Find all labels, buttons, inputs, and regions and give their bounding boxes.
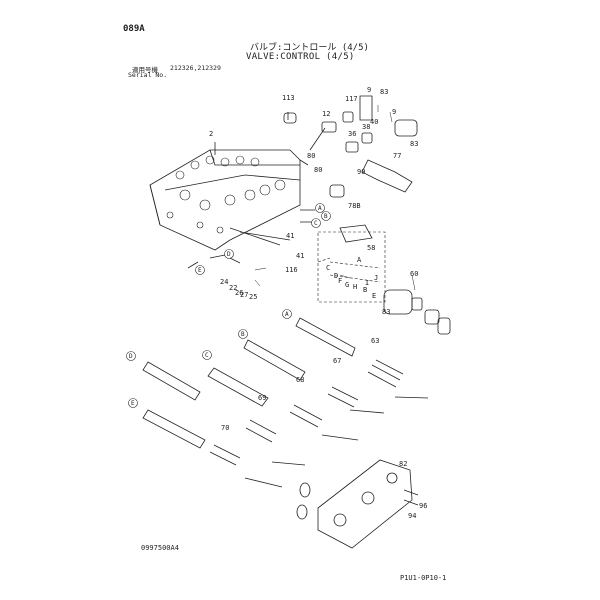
svg-text:A: A: [318, 205, 322, 212]
reference-callouts: A B C D E A B C D E: [126, 203, 331, 408]
cover-block: [296, 459, 419, 549]
ref-callout: A: [282, 309, 292, 319]
serial-label-ja: 適用号機: [132, 66, 158, 74]
page-id: P1U1-0P10-1: [400, 574, 447, 582]
part-number: 117: [345, 95, 358, 103]
part-number-labels: 113 12 117 9 83 9 2 36 38 40 83 77 80 80…: [209, 86, 427, 520]
ref-callout: C: [202, 350, 212, 360]
ref-callout: B: [321, 211, 331, 221]
part-number: 9: [367, 86, 371, 94]
title-english: VALVE:CONTROL (4/5): [246, 52, 355, 62]
part-number: 83: [380, 88, 388, 96]
part-number: 41: [296, 252, 304, 260]
part-number: 36: [348, 130, 356, 138]
part-number: 27: [240, 291, 248, 299]
part-number: 60: [410, 270, 418, 278]
part-number: 2: [209, 130, 213, 138]
part-number: 82: [399, 460, 407, 468]
part-number: 67: [333, 357, 341, 365]
part-number: 63: [371, 337, 379, 345]
part-number: 40: [370, 118, 378, 126]
ref-callout: E: [195, 265, 205, 275]
svg-text:F: F: [338, 277, 342, 285]
svg-text:A: A: [357, 256, 362, 264]
part-number: 116: [285, 266, 298, 274]
svg-text:B: B: [241, 331, 245, 338]
ref-callout: D: [224, 249, 234, 259]
svg-text:E: E: [131, 400, 135, 407]
part-number: 25: [249, 293, 257, 301]
serial-value: 212326,212329: [170, 64, 221, 72]
svg-text:D: D: [129, 353, 133, 360]
part-number: 90: [357, 168, 365, 176]
svg-text:E: E: [372, 292, 376, 300]
part-number: 94: [408, 512, 416, 520]
kit-boundary: [317, 231, 386, 303]
part-number: 83: [382, 308, 390, 316]
part-number: 22: [229, 284, 237, 292]
part-number: 80: [314, 166, 322, 174]
part-number: 77: [393, 152, 401, 160]
part-number: 41: [286, 232, 294, 240]
svg-text:A: A: [285, 311, 289, 318]
part-number: 9: [392, 108, 396, 116]
valve-body: [149, 112, 326, 269]
document-id: 0997500A4: [141, 544, 179, 552]
part-number: 80: [307, 152, 315, 160]
svg-text:D: D: [334, 272, 338, 280]
ref-callout: D: [126, 351, 136, 361]
part-number: 26: [235, 289, 243, 297]
svg-text:I: I: [365, 279, 369, 287]
ref-callout: B: [238, 329, 248, 339]
svg-text:H: H: [353, 283, 357, 291]
page-code: 089A: [123, 24, 145, 34]
part-number: 83: [410, 140, 418, 148]
ref-callout: E: [128, 398, 138, 408]
part-number: 68: [296, 376, 304, 384]
part-number: 38: [362, 123, 370, 131]
leader-lines: [254, 105, 416, 291]
svg-text:B: B: [324, 213, 328, 220]
part-number: 69: [258, 394, 266, 402]
svg-text:D: D: [227, 251, 231, 258]
ref-callout: C: [311, 218, 321, 228]
part-number: 70: [221, 424, 229, 432]
svg-text:C: C: [326, 264, 330, 272]
svg-text:C: C: [314, 220, 318, 227]
part-number: 12: [322, 110, 330, 118]
part-number: 78B: [348, 202, 361, 210]
serial-label-en: Serial No.: [128, 71, 168, 79]
port-letters: A B C D E F G H I J: [326, 256, 378, 300]
svg-text:E: E: [198, 267, 202, 274]
svg-text:B: B: [363, 286, 367, 294]
upper-parts: [283, 95, 451, 335]
part-number: 113: [282, 94, 295, 102]
svg-text:C: C: [205, 352, 209, 359]
part-number: 24: [220, 278, 228, 286]
spool-assemblies: [142, 317, 429, 488]
part-number: 96: [419, 502, 427, 510]
svg-text:G: G: [345, 281, 349, 289]
part-number: 58: [367, 244, 375, 252]
ref-callout: A: [315, 203, 325, 213]
title-japanese: バルブ:コントロール (4/5): [250, 43, 369, 53]
svg-text:J: J: [374, 274, 378, 282]
